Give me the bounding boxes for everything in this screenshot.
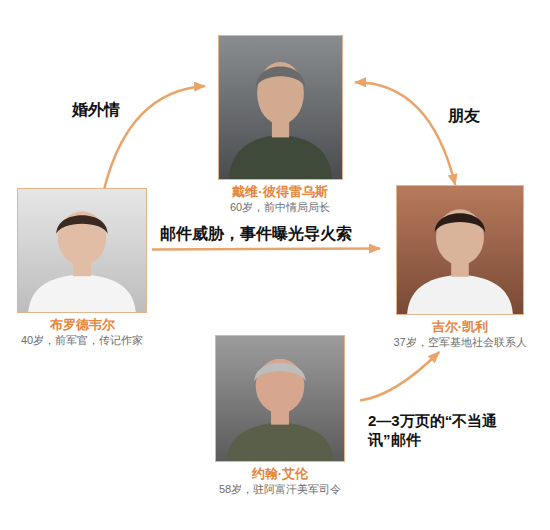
person-description: 37岁，空军基地社会联系人 bbox=[380, 335, 540, 349]
person-node: 布罗德韦尔40岁，前军官，传记作家 bbox=[12, 188, 152, 350]
edge-label: 朋友 bbox=[448, 106, 492, 126]
portrait-placeholder bbox=[219, 36, 342, 179]
relation-arrow bbox=[360, 352, 439, 401]
person-description: 40岁，前军官，传记作家 bbox=[12, 333, 152, 347]
person-name: 吉尔·凯利 bbox=[380, 319, 540, 335]
portrait-frame bbox=[218, 35, 343, 180]
portrait-placeholder bbox=[216, 336, 344, 461]
person-node: 吉尔·凯利37岁，空军基地社会联系人 bbox=[380, 185, 540, 352]
portrait-frame bbox=[396, 185, 524, 315]
person-name: 戴维·彼得雷乌斯 bbox=[205, 184, 355, 200]
relation-arrow bbox=[152, 248, 380, 249]
edge-label: 2—3万页的“不当通讯”邮件 bbox=[368, 412, 513, 450]
edge-label: 邮件威胁，事件曝光导火索 bbox=[160, 224, 375, 244]
portrait-placeholder bbox=[397, 186, 523, 314]
person-description: 58岁，驻阿富汗美军司令 bbox=[200, 482, 360, 496]
person-description: 60岁，前中情局局长 bbox=[205, 200, 355, 214]
portrait-frame bbox=[17, 188, 147, 313]
person-name: 约翰·艾伦 bbox=[200, 466, 360, 482]
person-name: 布罗德韦尔 bbox=[12, 317, 152, 333]
relation-arrow bbox=[355, 82, 455, 185]
person-node: 约翰·艾伦58岁，驻阿富汗美军司令 bbox=[200, 335, 360, 499]
edge-label: 婚外情 bbox=[72, 100, 132, 120]
portrait-placeholder bbox=[18, 189, 146, 312]
person-node: 戴维·彼得雷乌斯60岁，前中情局局长 bbox=[205, 35, 355, 217]
portrait-frame bbox=[215, 335, 345, 462]
